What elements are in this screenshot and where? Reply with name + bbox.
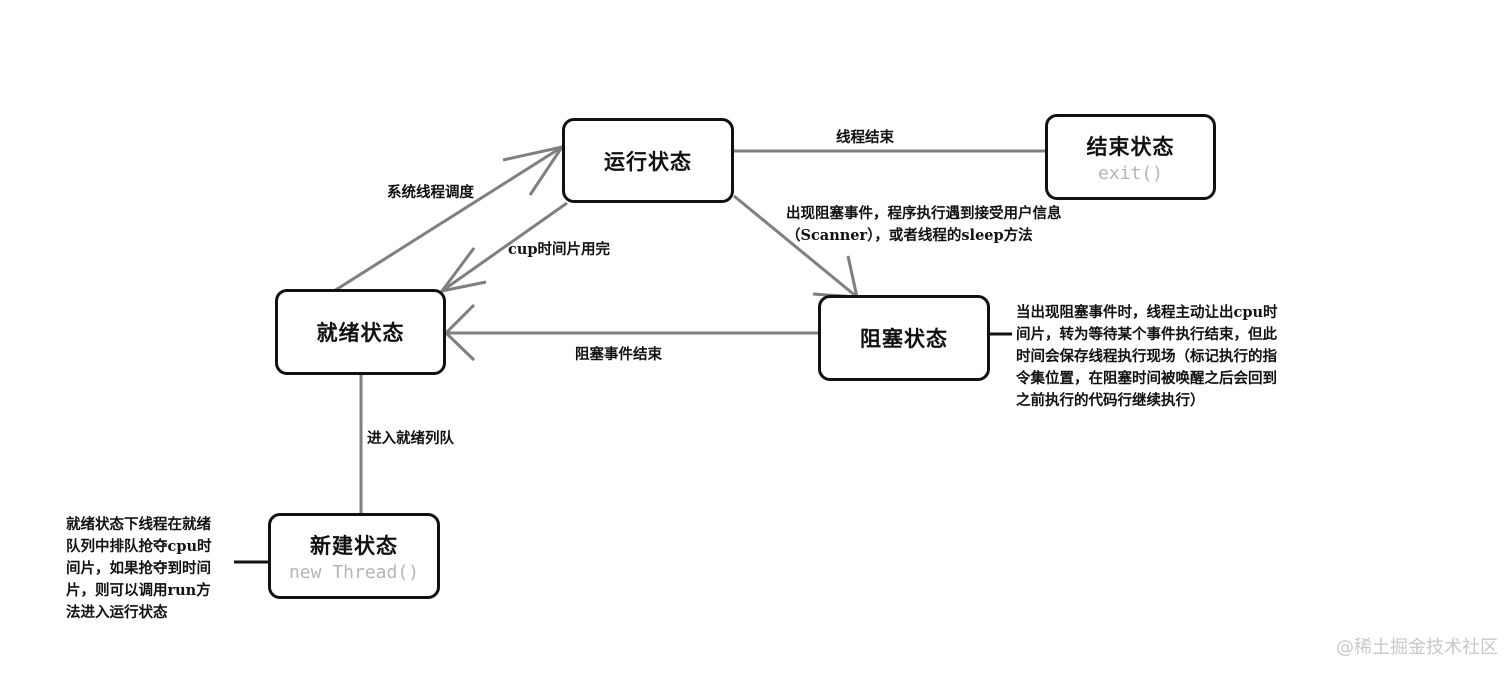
arrow-ready-to-running [333,145,563,293]
state-running: 运行状态 [562,118,734,203]
label-schedule: 系统线程调度 [387,184,474,201]
label-enqueue: 进入就绪列队 [367,430,454,447]
state-running-title: 运行状态 [604,148,692,174]
state-terminated-subtitle: exit() [1097,162,1164,184]
note-blocked-line: 间片，转为等待某个事件执行结束，但此 [1016,326,1277,343]
watermark: @稀土掘金技术社区 [1336,637,1498,658]
note-blocked: 当出现阻塞事件时，线程主动让出cpu时 间片，转为等待某个事件执行结束，但此 时… [1016,302,1278,412]
arrow-running-to-ready [441,201,568,293]
state-new-subtitle: new Thread() [288,561,420,583]
state-ready-title: 就绪状态 [316,320,405,345]
note-new-line: 队列中排队抢夺cpu时 [66,538,212,555]
state-ready: 就绪状态 [275,289,446,375]
arrow-running-to-blocked [733,194,858,299]
note-new-line: 就绪状态下线程在就绪 [66,516,211,533]
state-new: 新建状态 new Thread() [268,513,440,599]
note-blocked-line: 时间会保存线程执行现场（标记执行的指 [1016,348,1277,365]
note-blocked-line: 令集位置，在阻塞时间被唤醒之后会回到 [1016,370,1277,387]
state-terminated-title: 结束状态 [1086,133,1175,159]
state-blocked: 阻塞状态 [818,295,990,381]
label-finish: 线程结束 [836,129,894,146]
note-new-line: 片，则可以调用run方 [66,582,211,599]
note-blocked-line: 当出现阻塞事件时，线程主动让出cpu时 [1016,304,1278,321]
label-timeslice: cup时间片用完 [508,241,611,258]
note-new: 就绪状态下线程在就绪 队列中排队抢夺cpu时 间片，如果抢夺到时间 片，则可以调… [66,514,212,624]
note-new-line: 间片，如果抢夺到时间 [66,560,211,577]
label-block-line2: （Scanner），或者线程的sleep方法 [786,227,1033,244]
state-blocked-title: 阻塞状态 [860,326,948,351]
state-new-title: 新建状态 [310,532,398,558]
label-unblock: 阻塞事件结束 [575,346,662,363]
note-new-line: 法进入运行状态 [66,604,168,621]
state-terminated: 结束状态 exit() [1045,114,1216,200]
note-blocked-line: 之前执行的代码行继续执行） [1016,392,1205,409]
arrowhead-ready-right [443,303,476,362]
arrowhead-ready-top [438,247,487,294]
label-block-line1: 出现阻塞事件，程序执行遇到接受用户信息 [786,205,1062,222]
